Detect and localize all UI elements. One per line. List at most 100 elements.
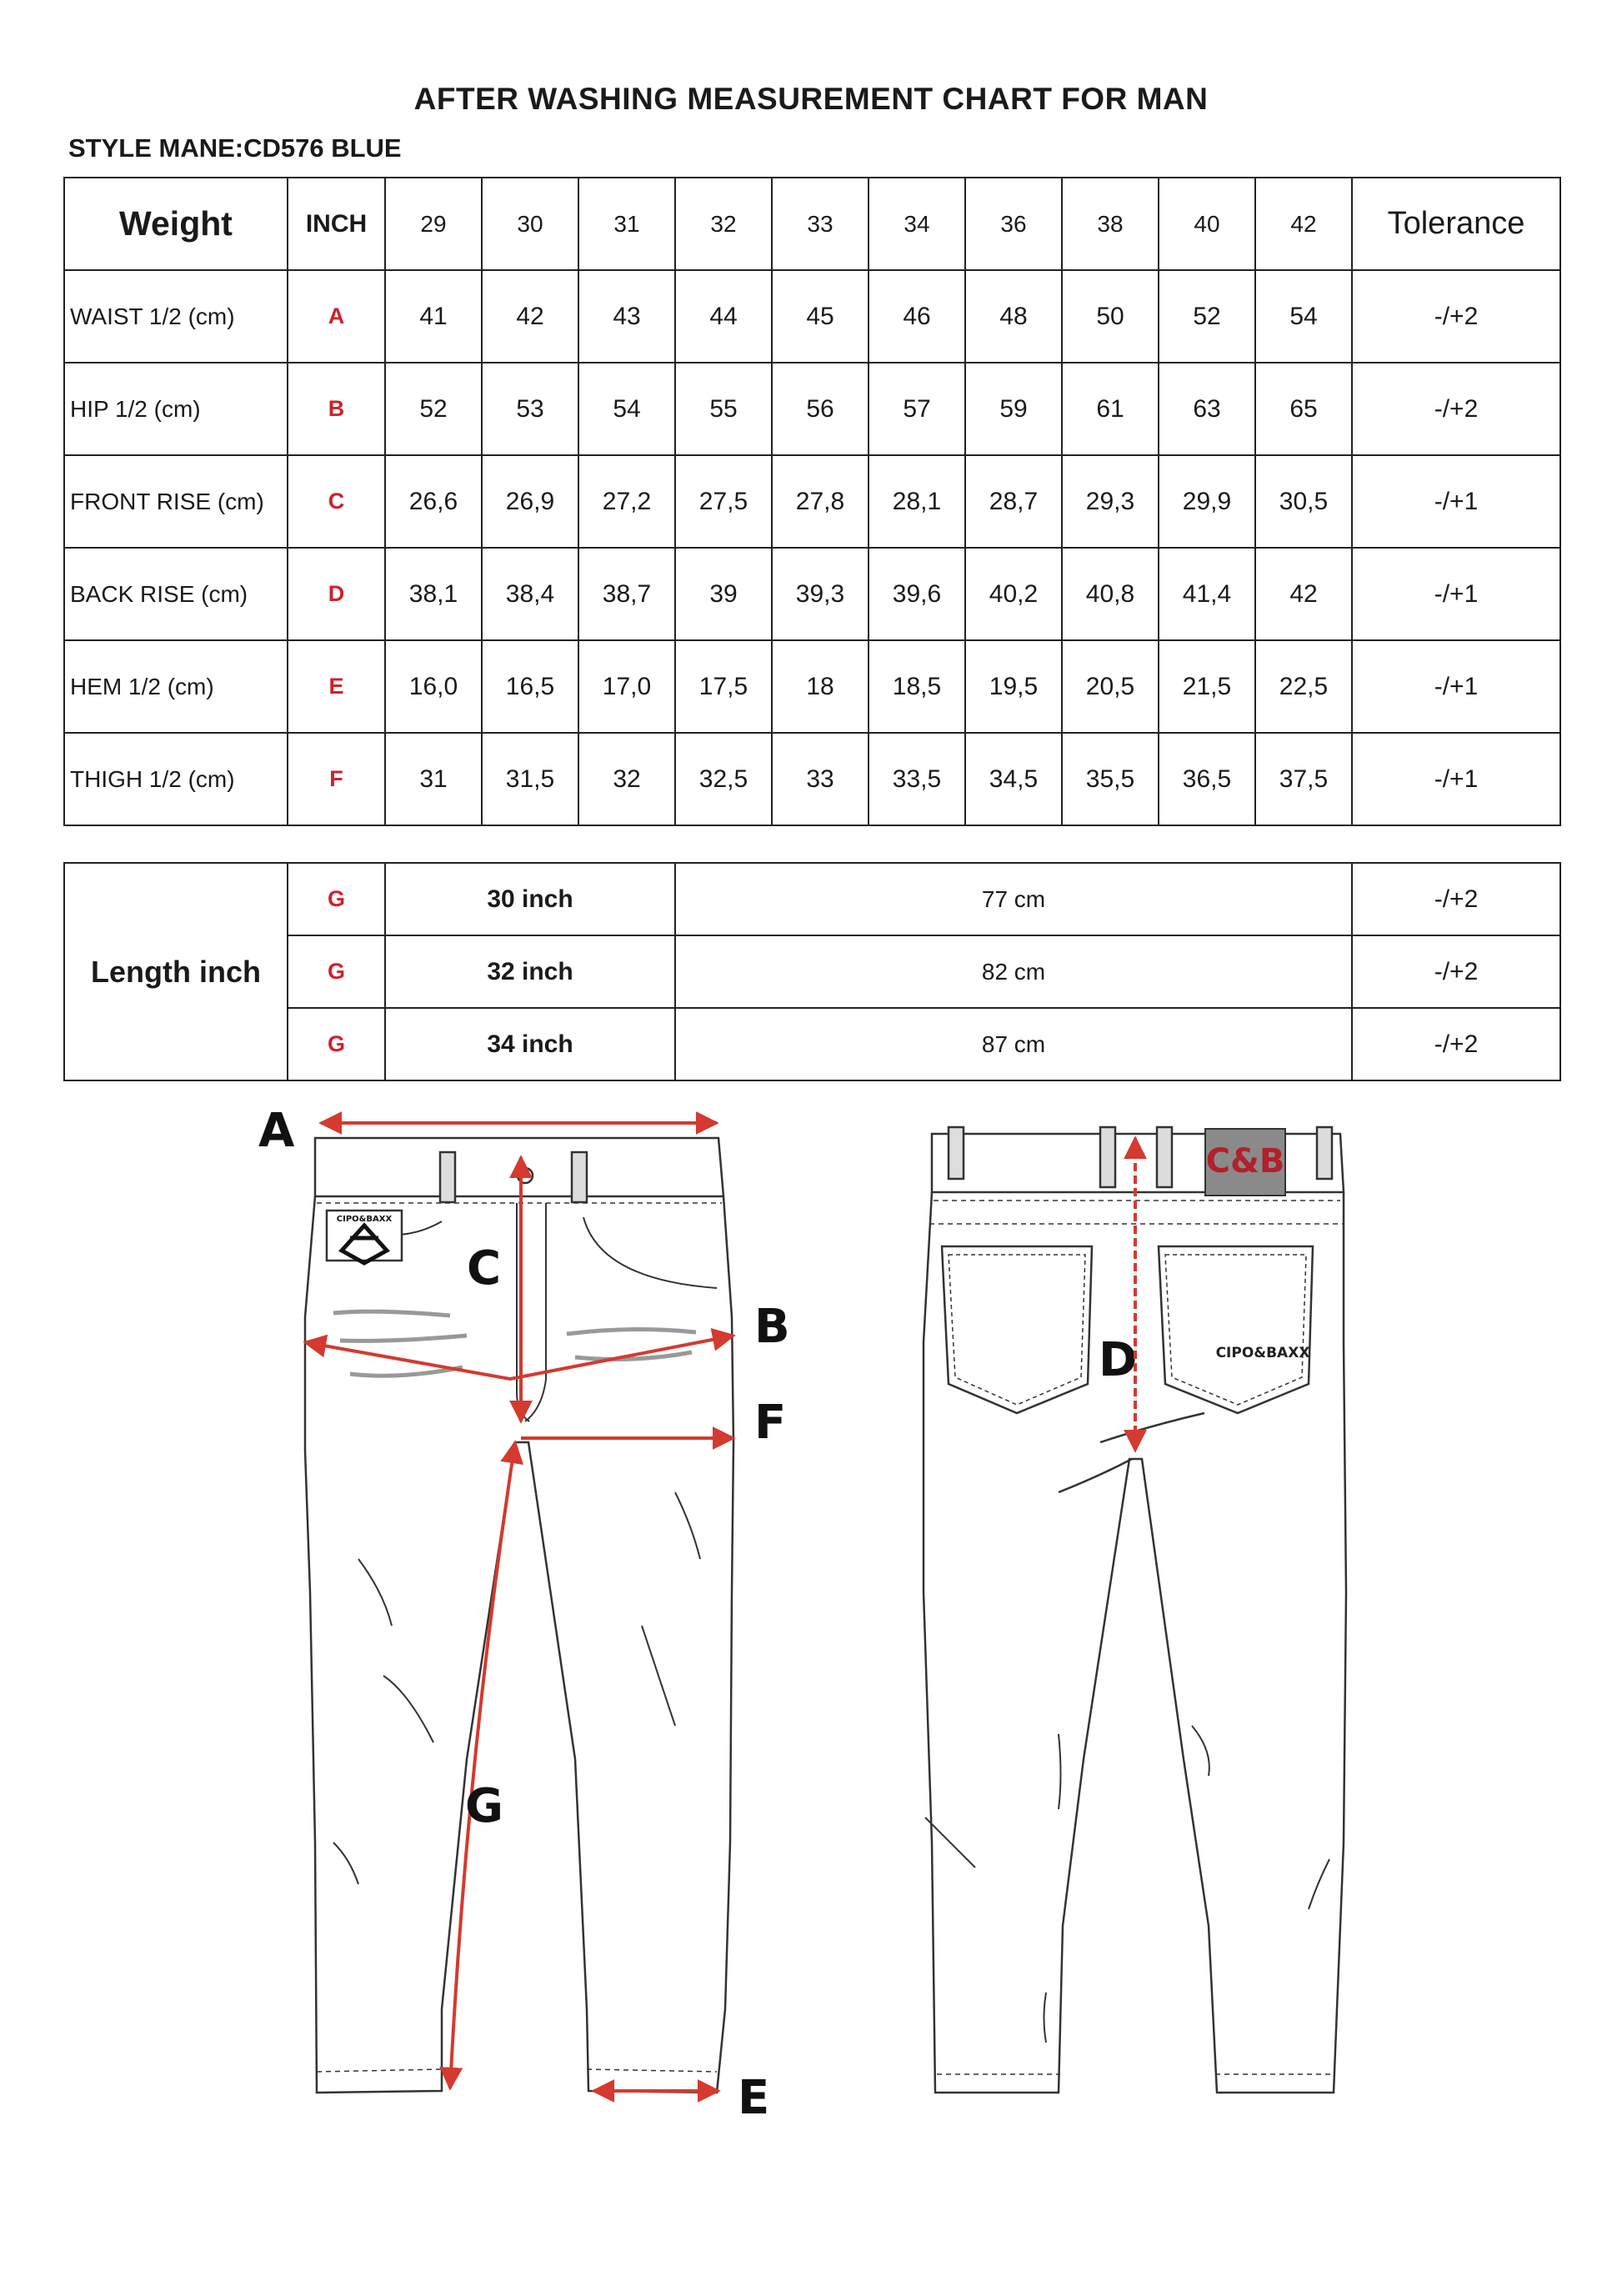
belt-loop [1099,1125,1117,1189]
belt-loop [438,1151,457,1204]
measurement-value: 55 [674,362,773,456]
measurement-value: 31 [384,732,483,826]
length-row: Length inch G 30 inch 77 cm -/+2 [63,862,1561,1081]
inseam-arrow [439,1440,524,2091]
measurement-value: 32,5 [674,732,773,826]
measurement-label: HEM 1/2 (cm) [63,639,288,734]
measurement-value: 28,7 [964,454,1063,549]
length-table: Length inch G 30 inch 77 cm -/+2 G 32 in… [63,862,1561,1081]
measurement-value: 18,5 [868,639,966,734]
measurement-value: 45 [771,269,869,363]
back-pocket-text: CIPO&BAXX [1216,1345,1310,1361]
measurement-value: 17,0 [578,639,676,734]
belt-loop [947,1125,965,1181]
size-header: 30 [481,177,579,271]
measurement-value: 63 [1158,362,1256,456]
measurement-tolerance: -/+1 [1351,547,1561,641]
measurement-value: 32 [578,732,676,826]
measurement-value: 33,5 [868,732,966,826]
measurement-letters: A C B F G E D [258,1104,1137,2125]
length-code: G [287,862,386,936]
measurement-value: 42 [1254,547,1353,641]
length-row: G 34 inch 87 cm -/+2 [64,1007,1561,1081]
brand-patch: C&B [1204,1128,1286,1196]
label-g: G [465,1779,503,1833]
measurement-value: 16,5 [481,639,579,734]
belt-loop [1315,1125,1334,1181]
back-pocket-right [1157,1245,1314,1415]
size-header: 40 [1158,177,1256,271]
label-c: C [467,1241,501,1296]
measurement-tolerance: -/+1 [1351,454,1561,549]
length-cm: 87 cm [674,1007,1353,1081]
page-title: AFTER WASHING MEASUREMENT CHART FOR MAN [413,82,1209,116]
label-e: E [738,2071,769,2125]
measurement-value: 37,5 [1254,732,1353,826]
measurement-value: 52 [1158,269,1256,363]
measurement-value: 41,4 [1158,547,1256,641]
measurement-value: 56 [771,362,869,456]
jeans-measurement-diagram: CIPO&BAXX A C B F G E D CIPO&BAXX [258,1104,1348,2125]
measurement-value: 21,5 [1158,639,1256,734]
measurement-value: 38,7 [578,547,676,641]
measurement-value: 38,1 [384,547,483,641]
measurement-label: HIP 1/2 (cm) [63,362,288,456]
measurement-value: 27,2 [578,454,676,549]
style-name: STYLE MANE:CD576 BLUE [68,133,402,163]
measurement-code: F [287,732,386,826]
measurement-value: 16,0 [384,639,483,734]
measurement-tolerance: -/+1 [1351,639,1561,734]
measurement-value: 22,5 [1254,639,1353,734]
measurement-value: 61 [1061,362,1159,456]
size-table: Weight INCH 29 30 31 32 33 34 36 38 40 4… [63,177,1561,826]
measurement-value: 19,5 [964,639,1063,734]
belt-loop [1155,1125,1174,1189]
measurement-value: 28,1 [868,454,966,549]
measurement-value: 48 [964,269,1063,363]
length-inch: 34 inch [384,1007,676,1081]
length-tolerance: -/+2 [1351,935,1561,1009]
header-row: Weight INCH 29 30 31 32 33 34 36 38 40 4… [63,177,1561,271]
back-jeans-outline [922,1191,1348,2094]
measurement-value: 54 [578,362,676,456]
length-code: G [287,1007,386,1081]
measurement-label: BACK RISE (cm) [63,547,288,641]
measurement-value: 54 [1254,269,1353,363]
size-header: 32 [674,177,773,271]
weight-header: Weight [63,177,288,271]
size-header: 34 [868,177,966,271]
size-header: 42 [1254,177,1353,271]
back-jeans-drawing [922,1125,1348,2094]
measurement-label: WAIST 1/2 (cm) [63,269,288,363]
measurement-value: 42 [481,269,579,363]
length-cm: 77 cm [674,862,1353,936]
front-measurement-arrows [303,1111,736,2103]
measurement-value: 34,5 [964,732,1063,826]
label-d: D [1099,1333,1137,1387]
back-pocket-left [940,1245,1094,1415]
front-logo-text: CIPO&BAXX [337,1215,393,1224]
measurement-value: 27,5 [674,454,773,549]
measurement-code: E [287,639,386,734]
measurement-value: 33 [771,732,869,826]
measurement-value: 57 [868,362,966,456]
length-label: Length inch [63,862,288,1081]
measurement-value: 17,5 [674,639,773,734]
measurement-value: 39 [674,547,773,641]
measurement-value: 36,5 [1158,732,1256,826]
measurement-code: B [287,362,386,456]
length-inch: 32 inch [384,935,676,1009]
length-tolerance: -/+2 [1351,862,1561,936]
measurement-tolerance: -/+2 [1351,269,1561,363]
measurement-value: 46 [868,269,966,363]
measurement-value: 44 [674,269,773,363]
hip-arrow [303,1328,736,1381]
size-header: 33 [771,177,869,271]
length-row: G 32 inch 82 cm -/+2 [64,935,1561,1009]
measurement-value: 53 [481,362,579,456]
measurement-value: 40,8 [1061,547,1159,641]
